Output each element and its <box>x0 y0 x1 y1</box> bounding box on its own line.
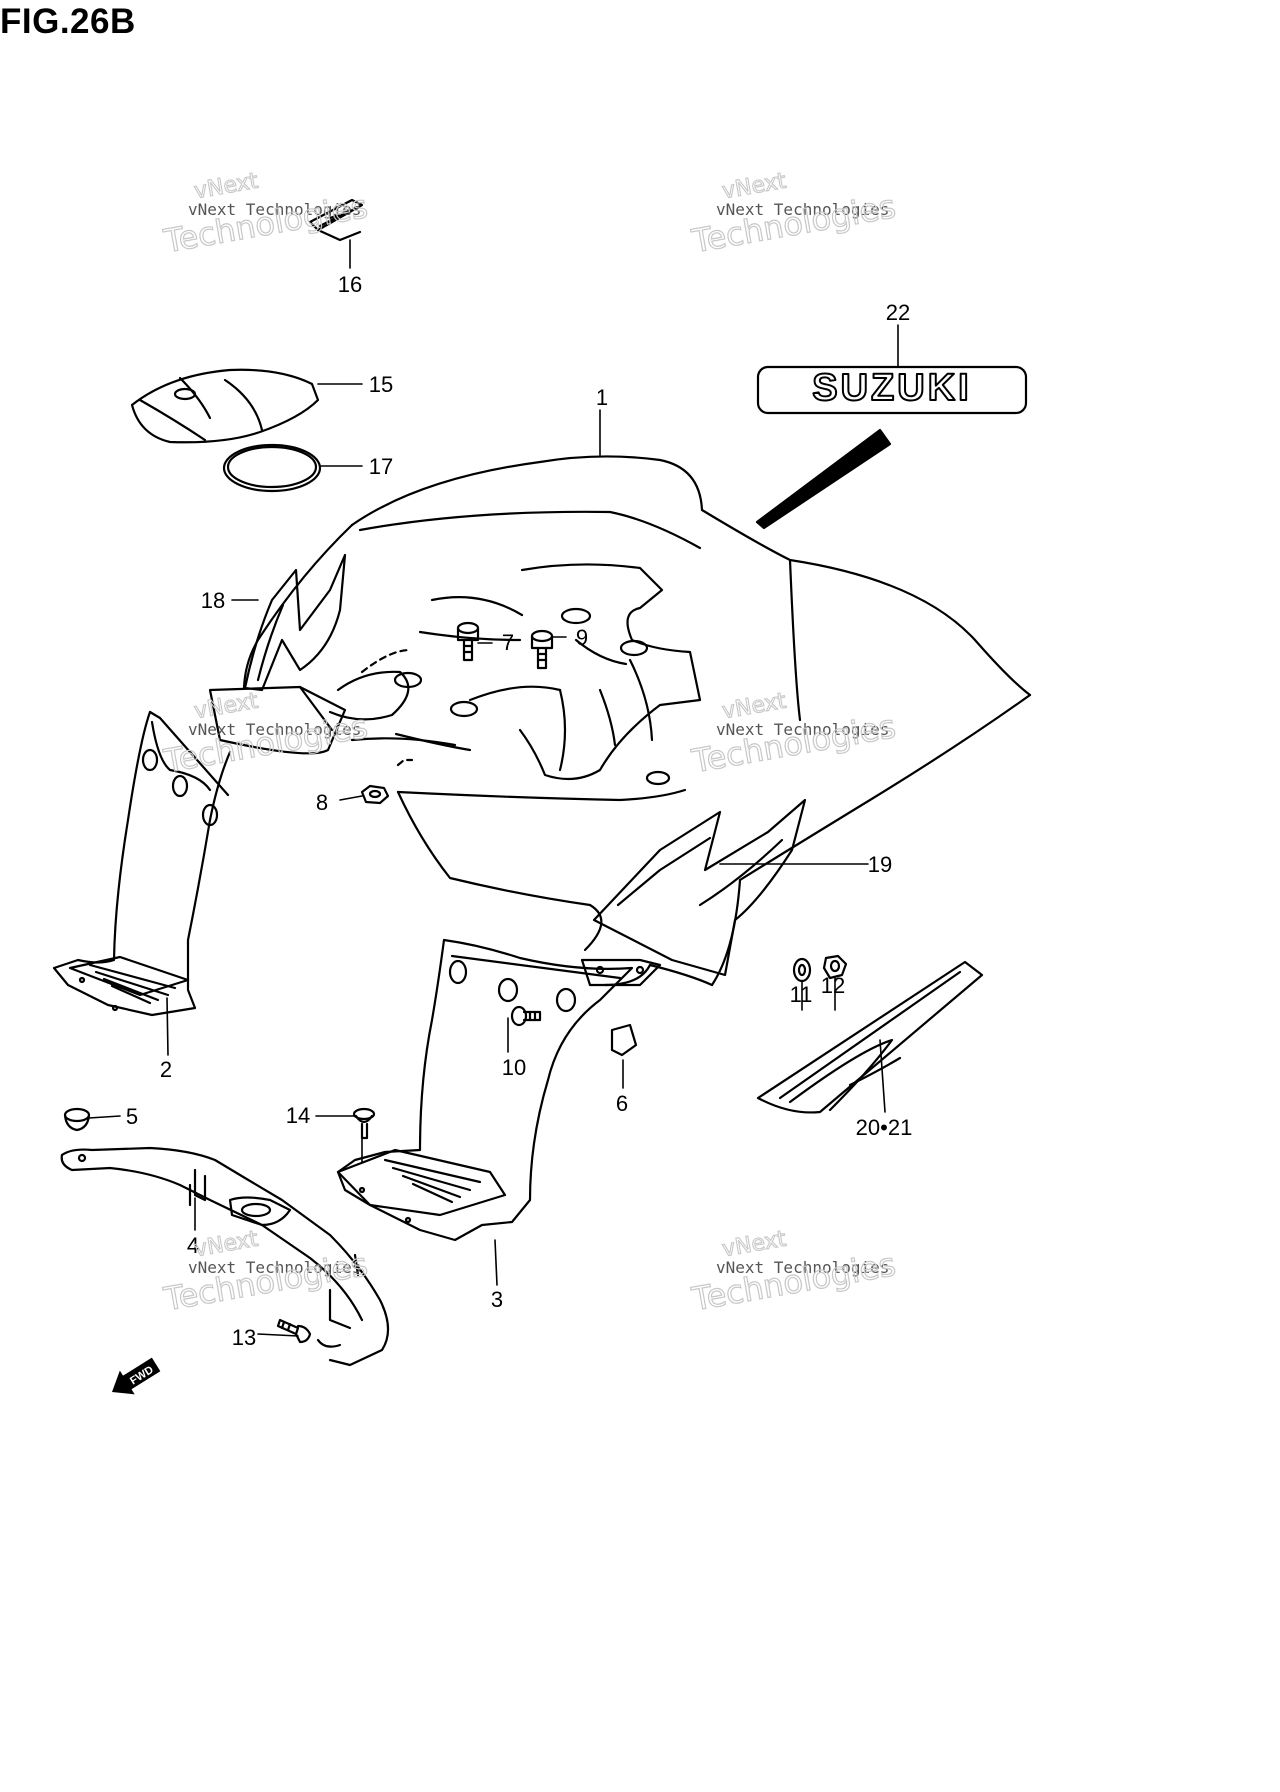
svg-text:Technologies: Technologies <box>688 187 898 260</box>
callout-9[interactable]: 9 <box>576 625 588 650</box>
svg-text:vNext Technologies: vNext Technologies <box>716 200 889 219</box>
right-decal <box>592 798 807 977</box>
suzuki-emblem <box>756 365 1028 415</box>
screw-14 <box>352 1107 376 1140</box>
bolt-13 <box>276 1318 312 1344</box>
nut-12 <box>822 954 848 980</box>
callout-1[interactable]: 1 <box>596 385 608 410</box>
bolt-7 <box>456 621 480 662</box>
o-ring-17 <box>222 443 322 493</box>
clip-6 <box>610 1023 638 1057</box>
callout-4[interactable]: 4 <box>187 1233 199 1258</box>
svg-text:Technologies: Technologies <box>688 1245 898 1318</box>
screw-10 <box>510 1005 542 1027</box>
watermark-bottom-right: vNext vNext Technologies Technologies <box>688 1226 899 1319</box>
suzuki-emblem-text: SUZUKI <box>812 367 971 409</box>
callout-12[interactable]: 12 <box>821 973 845 998</box>
callout-18[interactable]: 18 <box>201 588 225 613</box>
tool-16 <box>308 198 364 242</box>
callout-14[interactable]: 14 <box>286 1103 310 1128</box>
callout-15[interactable]: 15 <box>369 372 393 397</box>
callout-3[interactable]: 3 <box>491 1287 503 1312</box>
callout-11[interactable]: 11 <box>790 982 813 1007</box>
callout-6[interactable]: 6 <box>616 1091 628 1116</box>
callouts: 1 2 3 4 5 6 7 8 9 10 11 12 13 14 15 16 1… <box>126 272 912 1350</box>
svg-text:Technologies: Technologies <box>160 707 370 780</box>
watermark-top-right: vNext vNext Technologies Technologies <box>688 168 899 261</box>
callout-19[interactable]: 19 <box>868 852 892 877</box>
callout-2[interactable]: 2 <box>160 1057 172 1082</box>
right-mudflap <box>336 938 634 1242</box>
tool-bag-15 <box>130 368 320 444</box>
callout-8[interactable]: 8 <box>316 790 328 815</box>
callout-16[interactable]: 16 <box>338 272 362 297</box>
callout-20-21[interactable]: 20•21 <box>856 1115 913 1140</box>
svg-text:vNext Technologies: vNext Technologies <box>188 1258 361 1277</box>
svg-text:Technologies: Technologies <box>160 187 370 260</box>
svg-text:vNext Technologies: vNext Technologies <box>188 200 361 219</box>
emblem-arrow <box>755 428 892 530</box>
cap-5 <box>63 1107 91 1132</box>
svg-text:vNext Technologies: vNext Technologies <box>716 720 889 739</box>
callout-13[interactable]: 13 <box>232 1325 256 1350</box>
left-decal <box>243 553 347 692</box>
svg-text:vNext Technologies: vNext Technologies <box>188 720 361 739</box>
figure-title: FIG.26B <box>0 2 136 41</box>
svg-text:vNext Technologies: vNext Technologies <box>716 1258 889 1277</box>
carrier-bracket <box>60 1146 390 1367</box>
fwd-badge: FWD <box>112 1357 161 1395</box>
callout-10[interactable]: 10 <box>502 1055 526 1080</box>
bolt-9 <box>530 629 554 670</box>
leader-lines <box>88 239 899 1337</box>
callout-5[interactable]: 5 <box>126 1104 138 1129</box>
callout-17[interactable]: 17 <box>369 454 393 479</box>
left-mudflap <box>52 710 232 1017</box>
washer-11 <box>792 957 812 983</box>
watermark-mid-right: vNext vNext Technologies Technologies <box>688 688 899 781</box>
watermark-top-left: vNext vNext Technologies Technologies <box>160 168 371 261</box>
callout-22[interactable]: 22 <box>886 300 910 325</box>
svg-text:Technologies: Technologies <box>688 707 898 780</box>
rear-fender <box>208 455 1032 987</box>
stripe-decal <box>756 960 984 1114</box>
nut-8 <box>360 784 390 805</box>
callout-7[interactable]: 7 <box>502 630 514 655</box>
